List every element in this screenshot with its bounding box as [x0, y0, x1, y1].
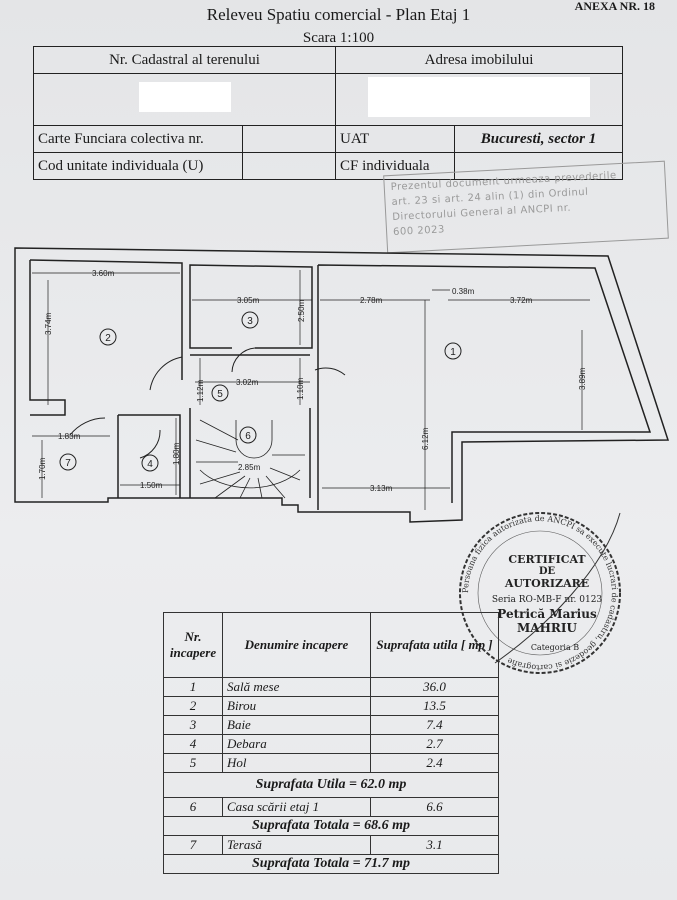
room-number: 3 [247, 316, 253, 327]
room-number: 7 [65, 458, 71, 469]
cf-colectiva-label: Carte Funciara colectiva nr. [33, 125, 243, 153]
cf-colectiva-value [242, 125, 336, 153]
total-1: Suprafata Totala = 68.6 mp [163, 816, 499, 836]
seal-name: MAHRIU [517, 621, 578, 635]
dim-label: 1.83m [58, 432, 81, 441]
dim-label: 2.78m [360, 296, 383, 305]
dimension-lines [32, 270, 590, 510]
room-number: 2 [105, 333, 111, 344]
dim-label: 1.10m [296, 377, 305, 400]
room-area: 7.4 [370, 715, 499, 735]
room-number: 1 [450, 347, 456, 358]
room-nr: 7 [163, 835, 223, 855]
address-label: Adresa imobilului [335, 46, 623, 74]
dim-label: 1.80m [172, 442, 181, 465]
dim-label: 3.74m [44, 312, 53, 335]
cadastral-value-redacted [33, 73, 336, 126]
uat-label: UAT [335, 125, 455, 153]
stair-steps [195, 419, 305, 499]
wall-room-2 [29, 260, 66, 416]
col-header-nr: Nr. incapere [163, 612, 223, 678]
wall-hall [117, 354, 311, 498]
dim-label: 2.50m [297, 299, 306, 322]
dim-label: 6.12m [421, 427, 430, 450]
signature [494, 512, 621, 664]
scale-label: Scara 1:100 [302, 30, 375, 46]
room-name: Sală mese [222, 677, 371, 697]
seal-serial: Seria RO-MB-F nr. 0123 [492, 595, 603, 605]
col-header-name: Denumire incapere [222, 612, 371, 678]
room-name: Casa scării etaj 1 [222, 797, 371, 817]
dimension-labels: 3.60m 3.74m 3.05m 2.50m 2.78m 0.38m 3.72… [38, 269, 587, 493]
address-value-redacted [335, 73, 623, 126]
room-nr: 4 [163, 734, 223, 754]
room-name: Birou [222, 696, 371, 716]
room-markers [59, 311, 462, 472]
room-name: Terasă [222, 835, 371, 855]
room-area: 36.0 [370, 677, 499, 697]
dim-label: 1.50m [140, 481, 163, 490]
room-number: 5 [217, 389, 223, 400]
total-2: Suprafata Totala = 71.7 mp [163, 854, 499, 874]
page-title: Releveu Spatiu comercial - Plan Etaj 1 [206, 5, 471, 24]
room-nr: 3 [163, 715, 223, 735]
dim-label: 3.60m [92, 269, 115, 278]
floor-plan: 3.60m 3.74m 3.05m 2.50m 2.78m 0.38m 3.72… [14, 247, 670, 523]
room-nr: 6 [163, 797, 223, 817]
cod-unitate-value [242, 152, 336, 180]
dim-label: 1.12m [196, 379, 205, 402]
room-area: 2.4 [370, 753, 499, 773]
dim-label: 3.02m [236, 378, 259, 387]
seal-line: DE [539, 566, 556, 577]
wall-room-3 [189, 264, 313, 349]
seal-name: Petrică Marius [497, 607, 597, 621]
dim-label: 3.05m [237, 296, 260, 305]
seal-line: AUTORIZARE [504, 577, 589, 590]
room-numbers: 1 2 3 4 5 6 7 [65, 316, 456, 470]
col-header-area: Suprafata utila [ mp ] [370, 612, 499, 678]
cf-individuala-value [454, 152, 623, 180]
room-area: 6.6 [370, 797, 499, 817]
door-swings [69, 347, 346, 459]
cadastral-label: Nr. Cadastral al terenului [33, 46, 336, 74]
dim-label: 3.13m [370, 484, 393, 493]
room-nr: 5 [163, 753, 223, 773]
subtotal-utila: Suprafata Utila = 62.0 mp [163, 772, 499, 798]
cod-unitate-label: Cod unitate individuala (U) [33, 152, 243, 180]
room-area: 3.1 [370, 835, 499, 855]
dim-label: 1.70m [38, 457, 47, 480]
uat-value: Bucuresti, sector 1 [454, 125, 623, 153]
room-number: 4 [147, 459, 153, 470]
cf-individuala-label: CF individuala [335, 152, 455, 180]
annex-label: ANEXA NR. 18 [574, 0, 655, 13]
dim-label: 3.72m [510, 296, 533, 305]
property-info-table: Nr. Cadastral al terenului Adresa imobil… [33, 46, 623, 180]
dim-label: 3.89m [578, 367, 587, 390]
room-area: 2.7 [370, 734, 499, 754]
room-area: 13.5 [370, 696, 499, 716]
outer-wall [14, 247, 670, 523]
dim-label: 0.38m [452, 287, 475, 296]
room-number: 6 [245, 431, 251, 442]
inner-wall [29, 259, 652, 510]
room-nr: 2 [163, 696, 223, 716]
room-nr: 1 [163, 677, 223, 697]
room-name: Hol [222, 753, 371, 773]
seal-line: CERTIFICAT [508, 553, 586, 566]
room-name: Debara [222, 734, 371, 754]
room-area-table: Nr. incapere Denumire incapere Suprafata… [163, 612, 499, 874]
dim-label: 2.85m [238, 463, 261, 472]
seal-category: Categoria B [531, 643, 579, 652]
room-name: Baie [222, 715, 371, 735]
